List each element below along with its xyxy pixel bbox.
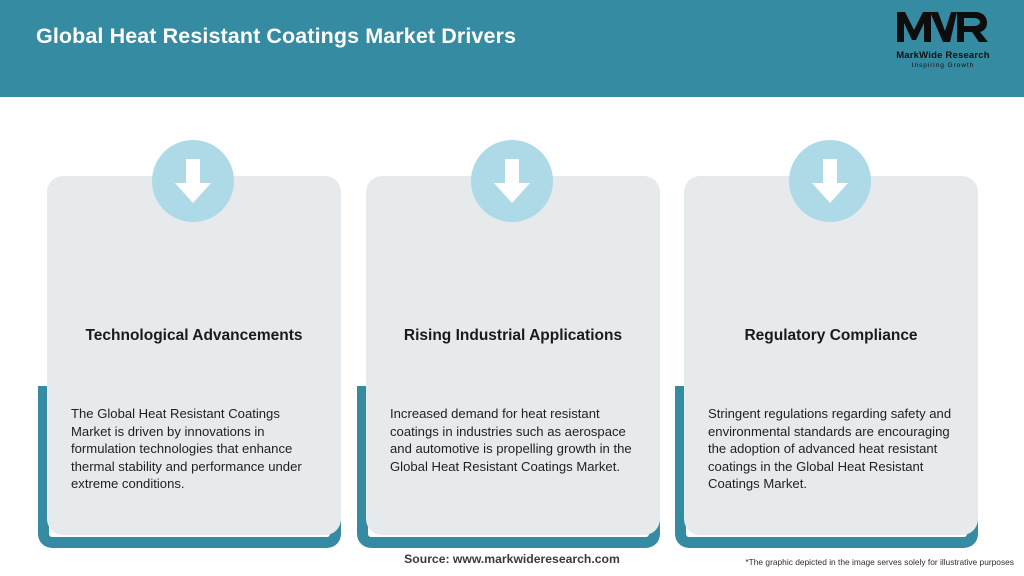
down-arrow-icon — [152, 140, 234, 222]
driver-card-2[interactable]: Rising Industrial Applications Increased… — [357, 97, 667, 548]
mwr-logo-icon — [897, 10, 989, 49]
logo-tagline: Inspiring Growth — [911, 62, 975, 69]
driver-card-1[interactable]: Technological Advancements The Global He… — [38, 97, 348, 548]
card-panel: Rising Industrial Applications Increased… — [366, 176, 660, 535]
disclaimer-label: *The graphic depicted in the image serve… — [745, 557, 1014, 567]
page-title: Global Heat Resistant Coatings Market Dr… — [36, 24, 517, 48]
card-panel: Technological Advancements The Global He… — [47, 176, 341, 535]
down-arrow-icon — [471, 140, 553, 222]
card-panel: Regulatory Compliance Stringent regulati… — [684, 176, 978, 535]
brand-logo: MarkWide Research Inspiring Growth — [884, 10, 1002, 69]
driver-cards-container: Technological Advancements The Global He… — [0, 97, 1024, 548]
logo-company-name: MarkWide Research — [896, 50, 990, 61]
source-label: Source: www.markwideresearch.com — [404, 552, 620, 566]
card-title: Regulatory Compliance — [744, 327, 918, 344]
card-body-text: The Global Heat Resistant Coatings Marke… — [71, 406, 302, 492]
card-title: Technological Advancements — [85, 327, 303, 344]
card-title: Rising Industrial Applications — [403, 327, 623, 344]
card-body-text: Increased demand for heat resistant coat… — [390, 406, 632, 474]
driver-card-3[interactable]: Regulatory Compliance Stringent regulati… — [675, 97, 985, 548]
header-band: Global Heat Resistant Coatings Market Dr… — [0, 0, 1024, 97]
card-body-text: Stringent regulations regarding safety a… — [708, 406, 952, 492]
down-arrow-icon — [789, 140, 871, 222]
